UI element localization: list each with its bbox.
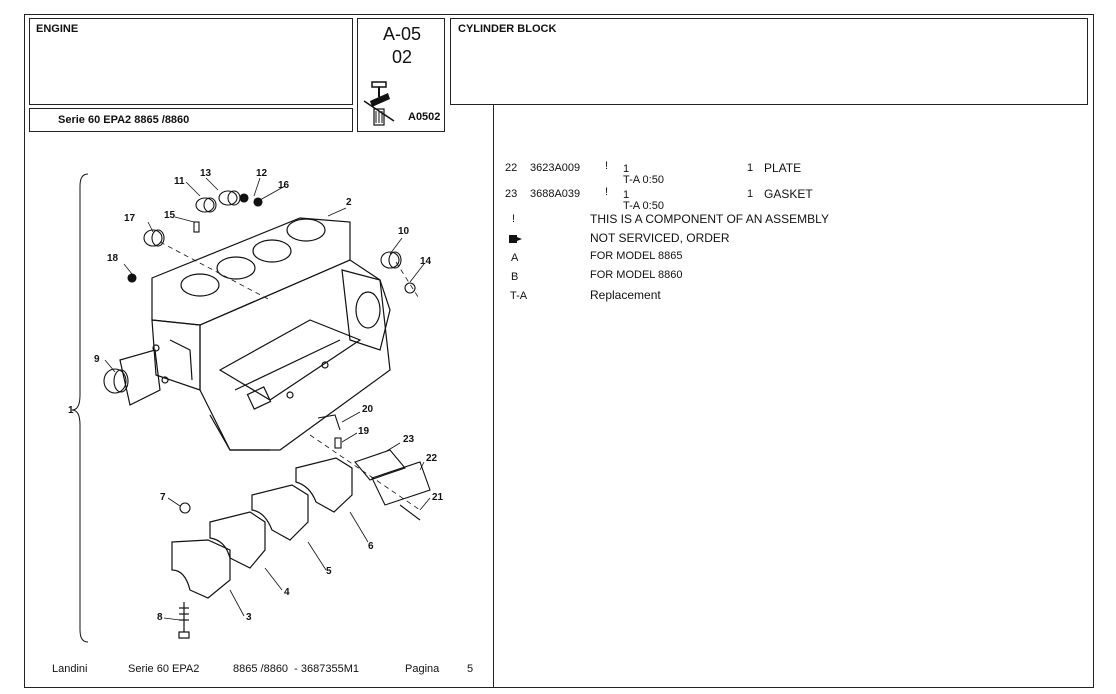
callout-label: 9 — [94, 354, 100, 365]
part-qty-ref: 1 — [623, 163, 630, 175]
callout-label: 18 — [107, 253, 119, 264]
callout-label: 11 — [174, 176, 185, 187]
ref-code: A0502 — [408, 111, 441, 123]
legend-text: FOR MODEL 8865 — [590, 250, 683, 262]
part-note: T-A 0:50 — [623, 200, 664, 212]
series-box: Serie 60 EPA2 8865 /8860 — [29, 108, 353, 132]
callout-label: 3 — [246, 612, 252, 623]
callout-label: 20 — [362, 404, 374, 415]
callout-label: 12 — [256, 168, 268, 179]
footer-series: Serie 60 EPA2 — [128, 663, 200, 675]
fuel-pump-icon — [509, 235, 522, 243]
footer-model: 8865 /8860 - 3687355M1 — [233, 663, 359, 675]
callout-label: 15 — [164, 210, 176, 221]
part-code: 3623A009 — [530, 162, 581, 174]
legend-symbol: T-A — [510, 290, 528, 302]
callout-label: 10 — [398, 226, 410, 237]
legend-text: NOT SERVICED, ORDER — [590, 231, 730, 245]
part-pos: 23 — [505, 188, 518, 200]
legend-text: FOR MODEL 8860 — [590, 269, 683, 281]
bolt — [178, 602, 190, 639]
legend-text: Replacement — [590, 288, 661, 302]
code-main: A-05 — [382, 24, 422, 44]
callout-label: 16 — [278, 180, 290, 191]
bearing-caps — [171, 457, 353, 599]
part-note: T-A 0:50 — [623, 174, 664, 186]
callout-label: 21 — [432, 492, 444, 503]
callout-label: 19 — [358, 426, 370, 437]
section-label: ENGINE — [36, 23, 79, 35]
part-desc: PLATE — [764, 161, 802, 175]
footer-brand: Landini — [52, 663, 88, 675]
page-title: CYLINDER BLOCK — [458, 23, 557, 35]
legend-symbol: ! — [512, 213, 516, 225]
code-sub: 02 — [391, 47, 413, 67]
callout-label: 8 — [157, 612, 163, 623]
callout-label: 4 — [284, 587, 290, 598]
part-flag: ! — [605, 186, 609, 198]
legend-text: THIS IS A COMPONENT OF AN ASSEMBLY — [590, 212, 829, 226]
engine-block — [119, 217, 391, 451]
part-flag: ! — [605, 160, 609, 172]
code-box: A-05 02 A0502 — [357, 18, 445, 132]
part-pos: 22 — [505, 162, 518, 174]
callout-label: 5 — [326, 566, 332, 577]
page-frame — [24, 14, 1094, 688]
callout-label: 22 — [426, 453, 438, 464]
small-parts — [103, 190, 431, 521]
callout-label: 13 — [200, 168, 212, 179]
callout-label: 1 — [68, 405, 74, 416]
callout-label: 6 — [368, 541, 374, 552]
callout-label: 2 — [346, 197, 352, 208]
callout-label: 23 — [403, 434, 415, 445]
footer-page-label: Pagina — [405, 663, 440, 675]
cylinder-block-diagram: 1 2 3 4 5 6 7 8 9 10 11 12 13 14 15 16 1… — [68, 168, 444, 643]
wrench-icon — [363, 81, 395, 126]
column-divider — [493, 105, 494, 688]
footer-page-number: 5 — [467, 663, 474, 675]
legend-symbol: A — [511, 252, 519, 264]
part-qty-ref: 1 — [623, 189, 630, 201]
part-desc: GASKET — [764, 187, 813, 201]
part-qty: 1 — [747, 188, 754, 200]
part-qty: 1 — [747, 162, 754, 174]
part-code: 3688A039 — [530, 188, 581, 200]
legend-symbol: B — [511, 271, 519, 283]
callout-label: 14 — [420, 256, 432, 267]
callout-label: 7 — [160, 492, 166, 503]
title-box: CYLINDER BLOCK — [450, 18, 1088, 105]
section-box: ENGINE — [29, 18, 353, 105]
callout-label: 17 — [124, 213, 136, 224]
series-label: Serie 60 EPA2 8865 /8860 — [58, 114, 190, 126]
